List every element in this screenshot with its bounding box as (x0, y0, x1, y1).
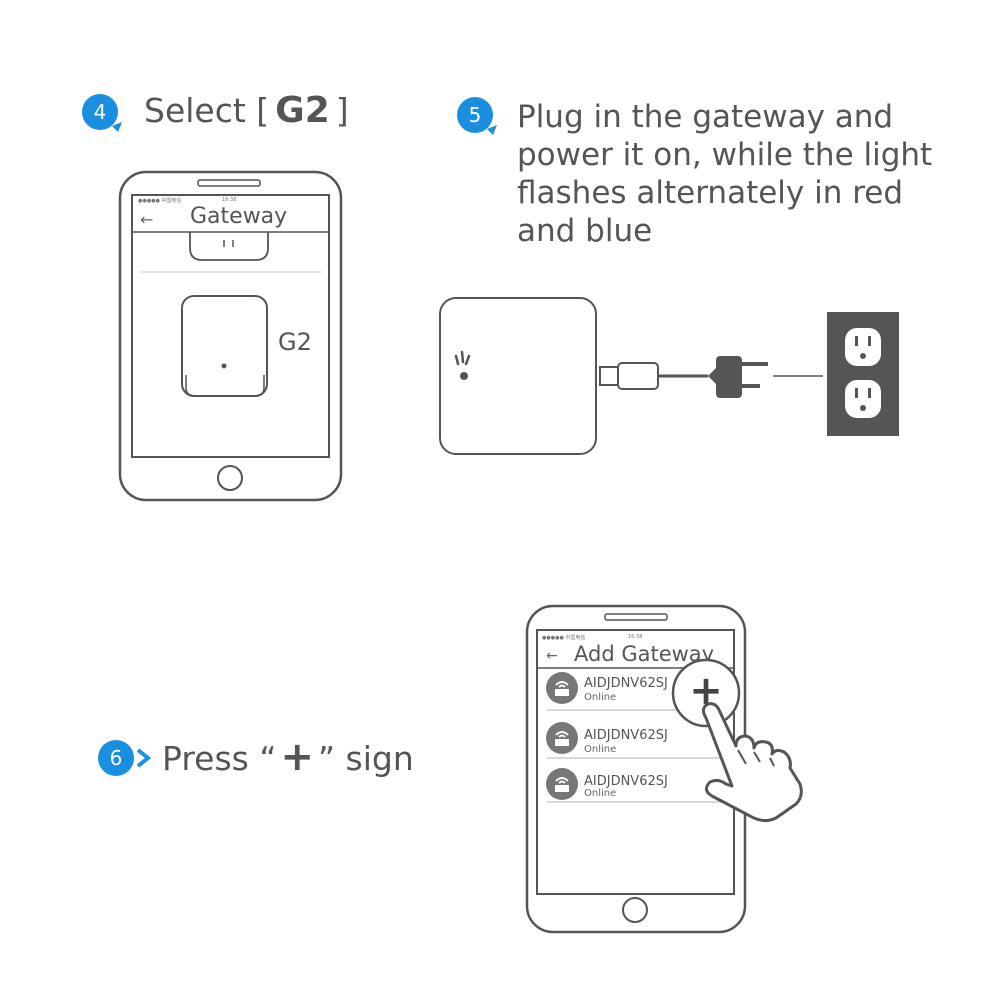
phone-1-device-label: G2 (278, 328, 312, 356)
phone-2-title: Add Gateway (574, 642, 715, 666)
phone-2-status-carrier: ●●●●● 中国电信 (542, 635, 586, 641)
step-4-text-after: ] (335, 91, 349, 130)
list-item-name: AIDJDNV62SJ (584, 774, 668, 789)
wall-outlet (827, 312, 899, 436)
usb-cable (598, 342, 828, 402)
phone-1-title: Gateway (190, 204, 288, 229)
list-item-name: AIDJDNV62SJ (584, 676, 668, 691)
phone-1 (118, 170, 343, 502)
gateway-hub (438, 296, 598, 456)
step-5-line-4: and blue (517, 213, 653, 249)
step-5-line-2: power it on, while the light (517, 137, 933, 173)
phone-2-back-icon[interactable]: ← (546, 648, 558, 664)
gateway-list-item-1[interactable]: AIDJDNV62SJ Online (546, 670, 676, 706)
step-6-text-before: Press “ (162, 739, 277, 778)
step-5-number: 5 (469, 103, 482, 127)
router-icon (546, 722, 578, 754)
list-item-status: Online (584, 788, 617, 799)
list-item-name: AIDJDNV62SJ (584, 728, 668, 743)
step-4-text-bold: G2 (275, 90, 330, 131)
step-6-text-after: ” sign (317, 739, 414, 778)
router-icon (546, 672, 578, 704)
gateway-list-item-2[interactable]: AIDJDNV62SJ Online (546, 720, 696, 756)
step-4-badge: 4 (80, 92, 126, 138)
router-icon (546, 768, 578, 800)
step-6-text: Press “+” sign (162, 737, 414, 778)
step-6-badge: 6 (96, 738, 152, 780)
step-6-number: 6 (110, 746, 123, 770)
gateway-list-item-3[interactable]: AIDJDNV62SJ Online (546, 766, 696, 802)
phone-2-status-time: 16:38 (628, 634, 643, 640)
list-item-status: Online (584, 744, 617, 755)
list-item-status: Online (584, 692, 617, 703)
phone-1-back-icon[interactable]: ← (140, 210, 154, 229)
step-5-badge: 5 (455, 95, 501, 141)
step-5-line-1: Plug in the gateway and (517, 99, 894, 135)
pointing-hand-icon (692, 700, 820, 824)
step-4-text: Select [G2] (144, 92, 349, 130)
phone-1-status-time: 16:38 (222, 197, 237, 203)
step-5-text: Plug in the gateway and power it on, whi… (517, 98, 932, 250)
phone-1-status-carrier: ●●●●● 中国电信 (138, 198, 182, 204)
step-4-text-before: Select [ (144, 91, 270, 130)
step-5-line-3: flashes alternately in red (517, 175, 904, 211)
step-4-number: 4 (94, 100, 107, 124)
step-6-text-bold: + (280, 734, 314, 780)
